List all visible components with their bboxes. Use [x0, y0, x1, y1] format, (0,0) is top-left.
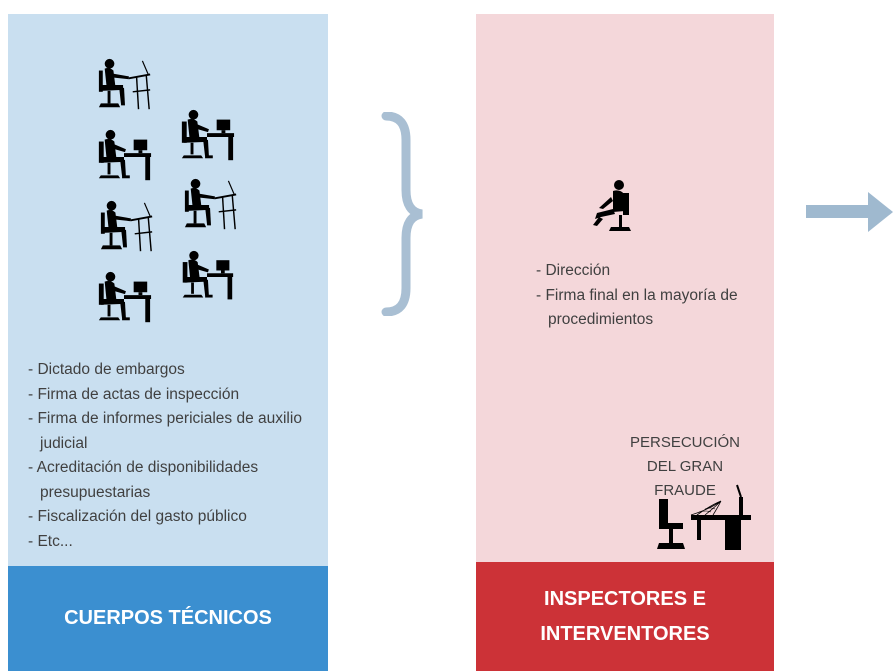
- duty-item: Dictado de embargos: [28, 358, 323, 383]
- worker-at-computer-icon: [98, 199, 156, 257]
- persecucion-label: PERSECUCIÓN DEL GRAN FRAUDE: [629, 434, 741, 499]
- duty-item: Firma de informes periciales de auxilio …: [28, 407, 323, 456]
- empty-desk-with-cobwebs-icon: [657, 484, 751, 550]
- duty-item: Etc...: [28, 530, 323, 555]
- right-arrow-icon: [806, 192, 893, 232]
- right-brace-icon: [381, 112, 423, 316]
- inspectores-title-line2: INTERVENTORES: [540, 622, 710, 645]
- inspectores-title-line1: INSPECTORES E: [544, 587, 706, 610]
- cuerpos-tecnicos-footer: CUERPOS TÉCNICOS: [8, 566, 328, 671]
- inspectores-title: INSPECTORES E INTERVENTORES: [540, 582, 709, 652]
- worker-at-computer-icon: [176, 249, 238, 305]
- duty-item: Fiscalización del gasto público: [28, 505, 323, 530]
- inspectores-duties: Dirección Firma final en la mayoría de p…: [536, 259, 756, 333]
- seated-executive-icon: [593, 180, 631, 231]
- duty-item: Dirección: [536, 259, 756, 284]
- cuerpos-tecnicos-duties: Dictado de embargos Firma de actas de in…: [28, 358, 323, 554]
- worker-at-computer-icon: [182, 177, 240, 235]
- worker-at-computer-icon: [93, 270, 155, 328]
- worker-at-computer-icon: [176, 108, 238, 166]
- duty-item: Firma final en la mayoría de procedimien…: [536, 284, 756, 333]
- worker-at-computer-icon: [96, 57, 154, 115]
- cuerpos-tecnicos-title: CUERPOS TÉCNICOS: [64, 607, 272, 629]
- worker-at-computer-icon: [93, 128, 155, 186]
- duty-item: Acreditación de disponibilidades presupu…: [28, 456, 323, 505]
- inspectores-footer: INSPECTORES E INTERVENTORES: [476, 562, 774, 671]
- duty-item: Firma de actas de inspección: [28, 383, 323, 408]
